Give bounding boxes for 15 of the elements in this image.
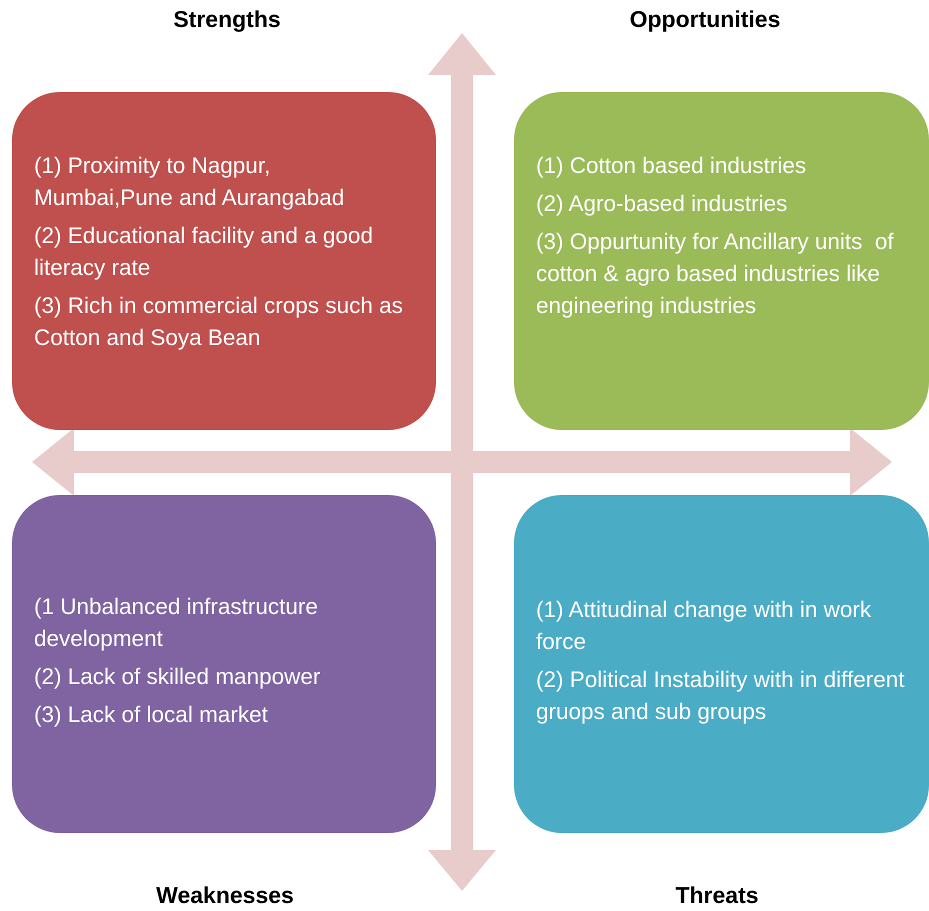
quadrant-heading: Threats xyxy=(675,882,759,909)
list-item: (2) Agro-based industries xyxy=(536,190,788,218)
list-item: (2) Political Instability with in different gruops and sub groups xyxy=(536,666,906,726)
quadrant-heading: Opportunities xyxy=(630,6,780,33)
list-item: (2) Educational facility and a good literacy rate xyxy=(34,222,374,282)
list-item: (3) Lack of local market xyxy=(34,701,269,729)
quadrant-heading: Weaknesses xyxy=(156,882,294,909)
list-item: (3) Oppurtunity for Ancillary units of cotton & agro based industries like engineering industries xyxy=(536,228,895,320)
list-item: (1 Unbalanced infrastructure development xyxy=(34,593,319,653)
list-item: (3) Rich in commercial crops such as Cotton and Soya Bean xyxy=(34,292,404,352)
list-item: (1) Attitudinal change with in work force xyxy=(536,596,872,656)
list-item: (2) Lack of skilled manpower xyxy=(34,663,322,691)
list-item: (1) Proximity to Nagpur, Mumbai,Pune and Aurangabad xyxy=(34,152,346,212)
quadrant-heading: Strengths xyxy=(173,6,281,33)
list-item: (1) Cotton based industries xyxy=(536,152,808,180)
